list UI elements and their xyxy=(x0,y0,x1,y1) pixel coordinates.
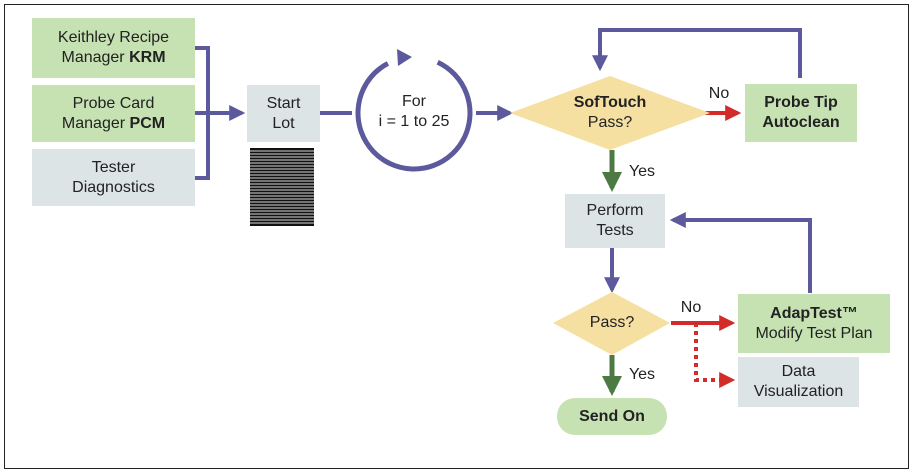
edge-label-yes-pass: Yes xyxy=(628,366,656,383)
send-on-pill xyxy=(557,398,667,435)
loop-arrowhead xyxy=(397,49,412,66)
connector-adaptest-return xyxy=(669,212,812,293)
start-lot-label: Start Lot xyxy=(247,85,320,142)
edge-label-no-pass: No xyxy=(680,299,702,316)
data-viz-box xyxy=(738,357,859,407)
data-viz-label: Data Visualization xyxy=(738,357,859,407)
start-lot-box xyxy=(247,85,320,142)
softouch-line2: Pass? xyxy=(587,114,633,131)
start-lot-line1: Start xyxy=(266,94,301,112)
pcm-box xyxy=(32,85,195,142)
softouch-label: SofTouch Pass? xyxy=(545,90,675,136)
adaptest-line1: AdapTest™ xyxy=(770,304,858,322)
pass-label: Pass? xyxy=(572,312,652,334)
pcm-label: Probe Card Manager PCM xyxy=(32,85,195,142)
wafer-stack-icon xyxy=(250,148,314,226)
perform-tests-box xyxy=(565,194,665,248)
pcm-line2: Manager xyxy=(61,114,130,132)
pcm-acronym: PCM xyxy=(129,114,166,132)
pcm-line1: Probe Card xyxy=(72,94,155,112)
send-on-text: Send On xyxy=(579,407,645,425)
softouch-line1: SofTouch xyxy=(573,94,647,111)
pass-text: Pass? xyxy=(589,314,635,331)
tester-line2: Diagnostics xyxy=(72,178,155,196)
loop-circle xyxy=(355,54,473,172)
pass-diamond xyxy=(553,292,670,355)
connector-autoclean-return xyxy=(592,28,802,78)
probe-tip-label: Probe Tip Autoclean xyxy=(745,84,857,142)
probe-tip-line2: Autoclean xyxy=(762,114,840,131)
krm-acronym: KRM xyxy=(129,49,166,66)
adaptest-box xyxy=(738,294,890,353)
probe-tip-box xyxy=(745,84,857,142)
probe-tip-line1: Probe Tip xyxy=(764,94,838,111)
edge-label-no-softouch: No xyxy=(708,85,730,102)
connector-pass-to-dataviz xyxy=(694,323,736,388)
loop-line1: For xyxy=(402,93,426,110)
krm-line1: Keithley Recipe xyxy=(57,29,170,46)
loop-line2: i = 1 to 25 xyxy=(378,113,450,130)
krm-box xyxy=(32,18,195,78)
data-viz-line2: Visualization xyxy=(753,383,844,400)
tester-line1: Tester xyxy=(91,158,136,176)
krm-label: Keithley Recipe Manager KRM xyxy=(32,18,195,78)
send-on-label: Send On xyxy=(557,398,667,435)
perform-tests-label: Perform Tests xyxy=(565,194,665,248)
tester-label: Tester Diagnostics xyxy=(32,149,195,206)
start-lot-line2: Lot xyxy=(272,114,295,132)
tester-box xyxy=(32,149,195,206)
loop-label: For i = 1 to 25 xyxy=(364,88,464,136)
perform-tests-line1: Perform xyxy=(586,202,644,219)
data-viz-line1: Data xyxy=(781,363,816,380)
adaptest-label: AdapTest™ Modify Test Plan xyxy=(738,294,890,353)
adaptest-line2: Modify Test Plan xyxy=(755,324,873,342)
krm-line2: Manager xyxy=(61,49,130,66)
perform-tests-line2: Tests xyxy=(596,222,634,239)
edge-label-yes-softouch: Yes xyxy=(628,163,656,180)
softouch-diamond xyxy=(510,76,710,150)
